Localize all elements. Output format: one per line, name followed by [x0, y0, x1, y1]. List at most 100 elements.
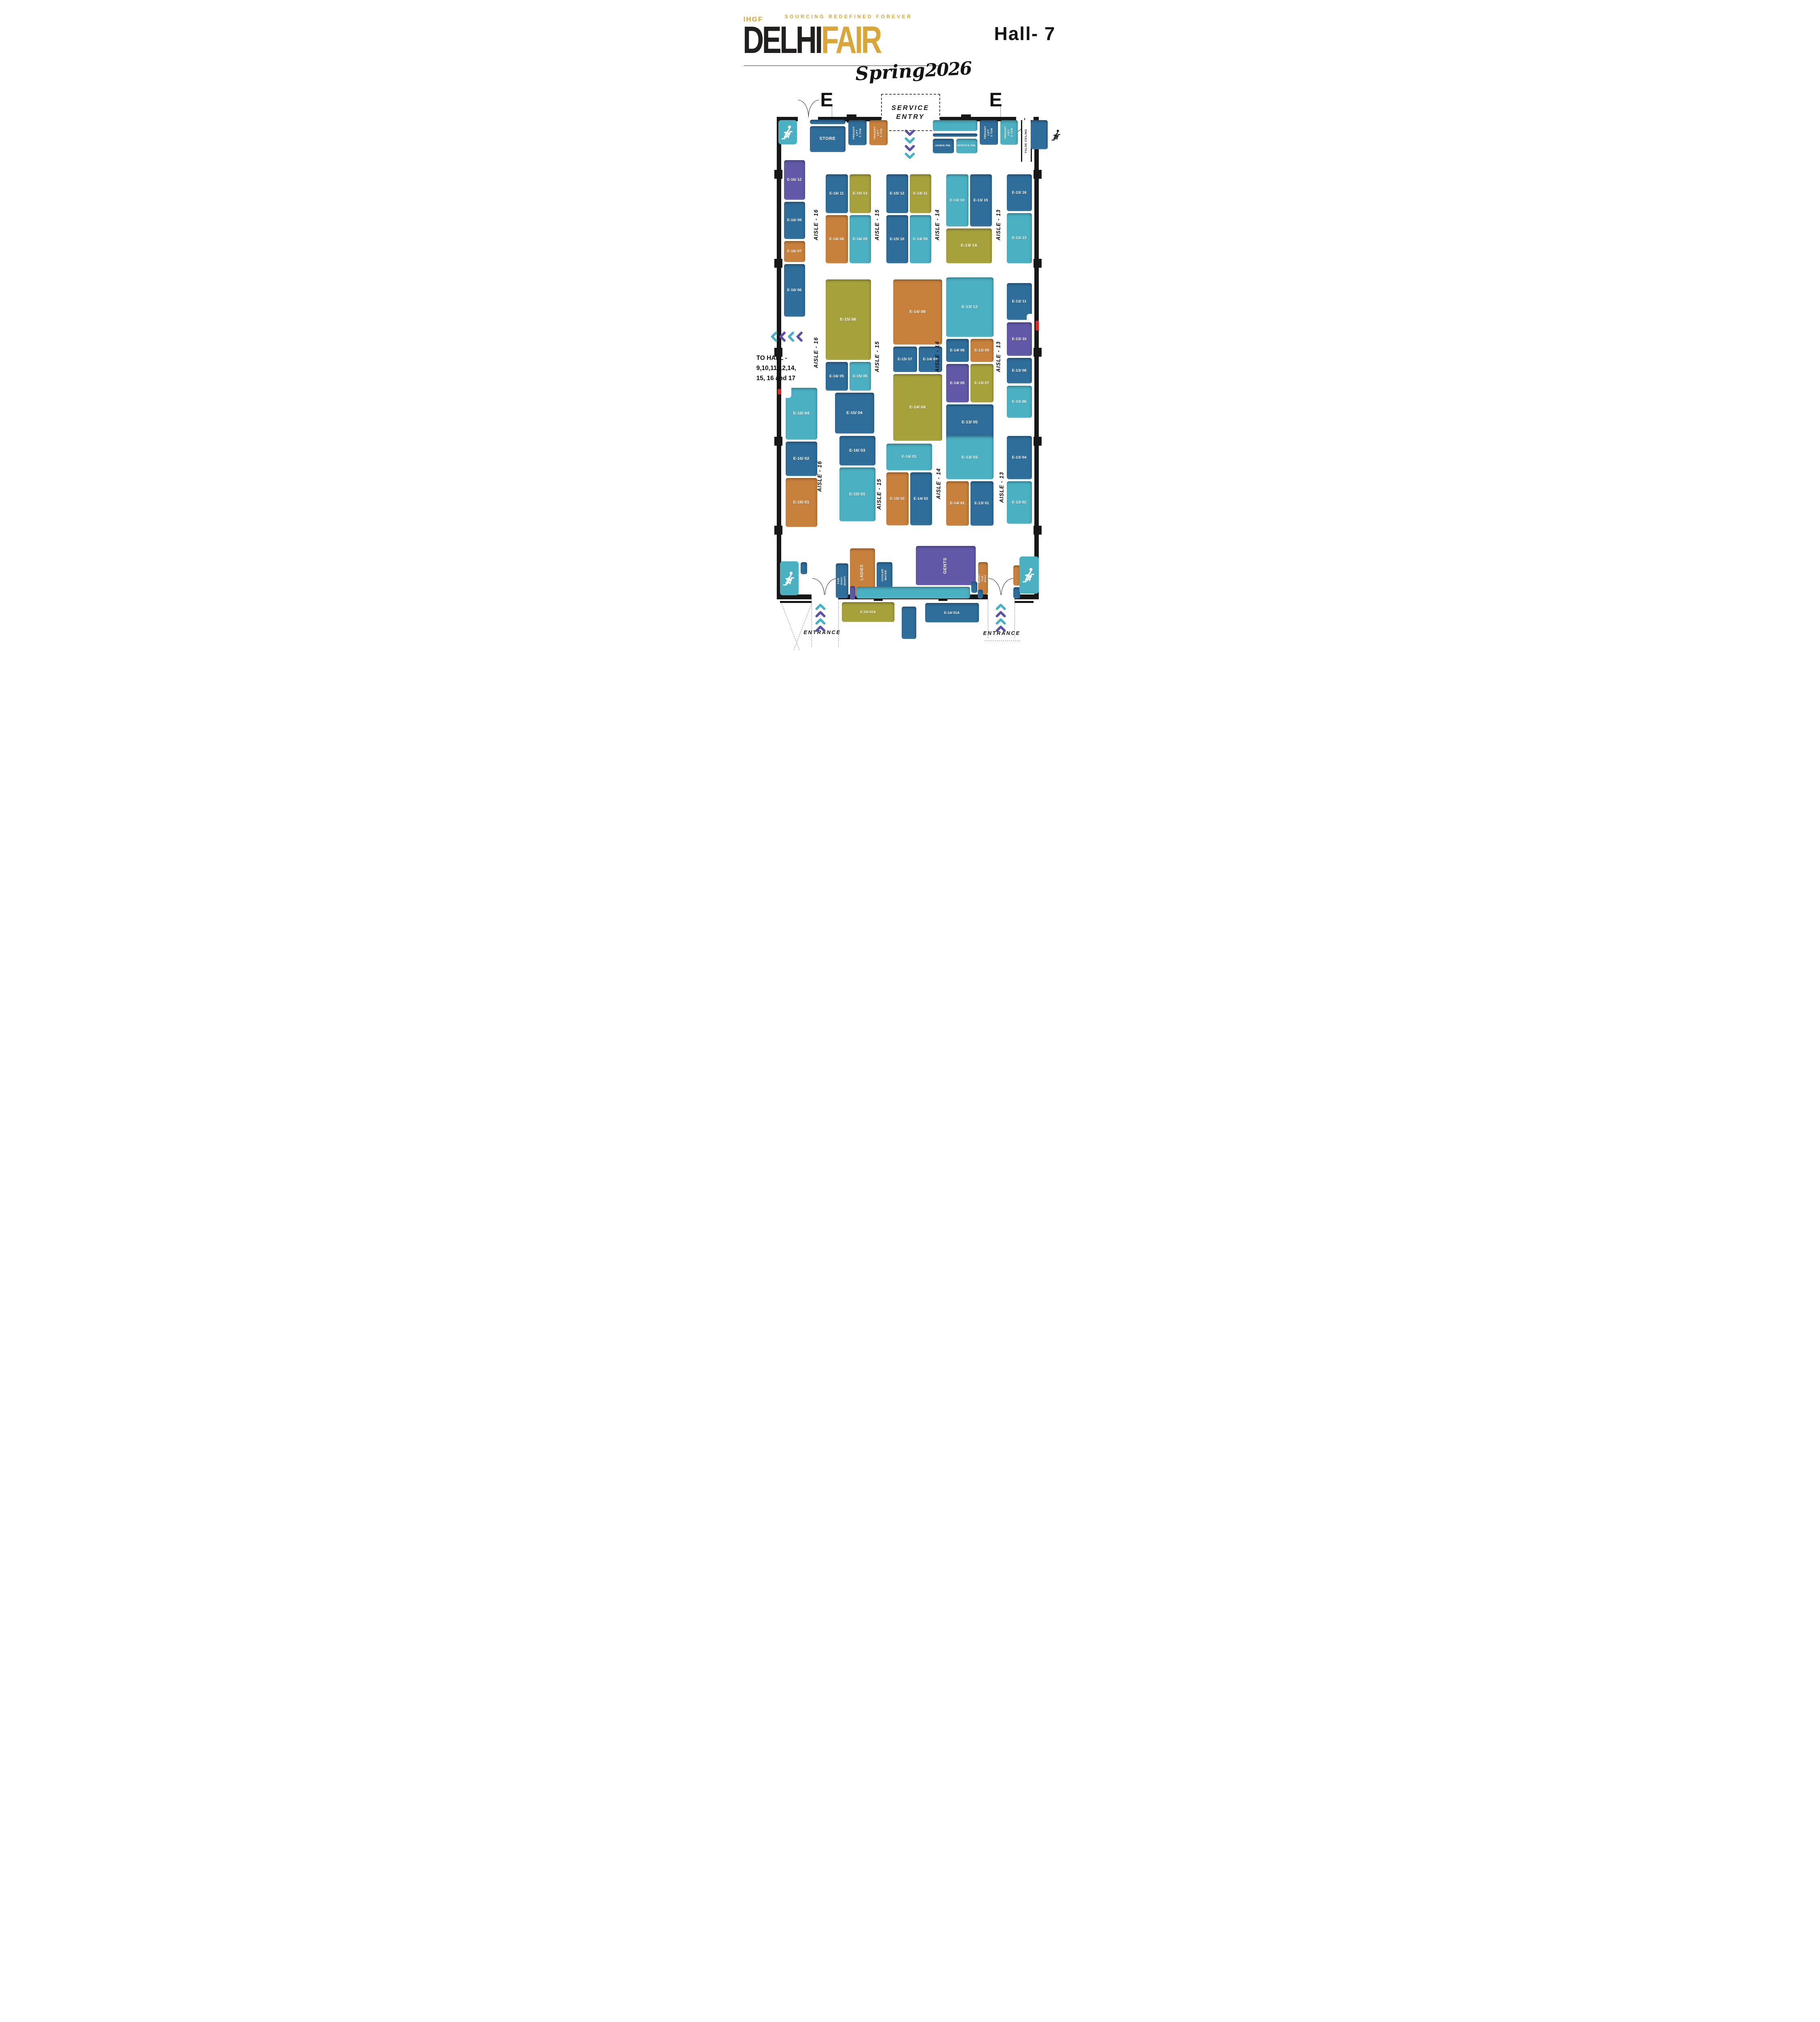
booth-e-16-07[interactable]: E-16/ 07 — [784, 241, 805, 262]
pillar — [1033, 526, 1042, 535]
booth-e-13-12[interactable]: E-13/ 12 — [946, 277, 993, 337]
booth-label: E-15/ 02 — [890, 496, 905, 501]
wall-bottom-1 — [776, 594, 812, 599]
booth-e-14-05[interactable]: E-14/ 05 — [946, 364, 969, 402]
booth-label: E-14/ 02 — [913, 496, 928, 501]
door-arc — [1001, 578, 1013, 595]
booth-label: E-16/ 11 — [829, 191, 844, 196]
booth-label: E-13/ 14 — [961, 243, 977, 248]
booth-e-14-09[interactable]: E-14/ 09 — [909, 215, 931, 263]
booth-label: E-16/ 08 — [829, 237, 844, 241]
booth-e-15-04[interactable]: E-15/ 04 — [835, 393, 874, 434]
booth-e-13-04[interactable]: E-13/ 04 — [1006, 436, 1032, 479]
booth-e-13-06[interactable]: E-13/ 06 — [1006, 386, 1032, 418]
gents-toilet-label: GENTS — [943, 557, 948, 574]
booth-e-16-12[interactable]: E-16/ 12 — [784, 160, 805, 200]
booth-e-13-13[interactable]: E-13/ 13 — [1006, 213, 1032, 263]
booth-e-15-02[interactable]: E-15/ 02 — [886, 472, 909, 525]
booth-e-14-01a[interactable]: E-14/ 01A — [925, 603, 979, 622]
pillar — [774, 170, 782, 179]
service-entry-label: SERVICE — [891, 104, 930, 112]
aisle-label-aisle-13-3: AISLE - 13 — [995, 209, 1001, 241]
booth-label: E-14/ 05 — [950, 381, 965, 385]
booth-e-13-07[interactable]: E-13/ 07 — [970, 364, 993, 402]
booth-label: E-16/ 01 — [793, 499, 810, 505]
booth-label: E-13/ 15 — [973, 198, 988, 203]
entrance-right-flow-chevron-icon — [996, 625, 1006, 632]
booth-e-13-08[interactable]: E-13/ 08 — [1006, 358, 1032, 383]
column-e-marker-left: E — [820, 89, 833, 111]
booth-e-15-13[interactable]: E-15/ 13 — [849, 174, 871, 213]
wall-bottom-inner-1 — [780, 601, 812, 603]
booth-e-14-03[interactable]: E-14/ 03 — [886, 444, 932, 470]
booth-e-13-05[interactable]: E-13/ 05 — [946, 404, 993, 441]
freight-lift-4: FREIGHT LIFT 5 TON — [1000, 120, 1018, 145]
booth-e-14-02[interactable]: E-14/ 02 — [910, 472, 932, 525]
red-marker-left — [777, 389, 781, 394]
store-shelf — [810, 120, 846, 124]
booth-label: E-13/ 02 — [1012, 500, 1027, 505]
entrance-label-left[interactable]: ENTRANCE — [803, 629, 841, 635]
column-e-marker-right: E — [989, 89, 1002, 111]
booth-e-13-10[interactable]: E-13/ 10 — [1006, 322, 1032, 356]
pillar — [774, 259, 782, 268]
logo-brand: IHGF — [743, 15, 763, 23]
service-entry-flow-chevron-icon — [905, 145, 915, 152]
booth-e-16-03[interactable]: E-16/ 03 — [839, 436, 875, 465]
booth-label: E-14/ 07 — [923, 357, 938, 362]
booth-e-16-08[interactable]: E-16/ 08 — [825, 215, 848, 263]
to-hall-flow-chevron-icon — [779, 332, 786, 342]
booth-label: E-13/ 16 — [1012, 190, 1027, 195]
booth-e-14-07[interactable]: E-14/ 07 — [918, 347, 942, 372]
booth-e-13-01[interactable]: E-13/ 01 — [970, 481, 993, 526]
booth-e-16-09[interactable]: E-16/ 09 — [784, 202, 805, 239]
booth-e-14-04[interactable]: E-14/ 04 — [893, 374, 942, 441]
booth-e-16-04[interactable]: E-16/ 04 — [784, 387, 817, 440]
booth-e-14-11[interactable]: E-14/ 11 — [909, 174, 931, 213]
service-entry[interactable]: SERVICE ENTRY — [881, 94, 940, 131]
booth-e-16-01[interactable]: E-16/ 01 — [785, 478, 817, 527]
booth-e-15-01a[interactable]: E-15/ 01A — [841, 602, 894, 622]
booth-e-15-06[interactable]: E-15/ 06 — [825, 279, 871, 360]
booth-e-13-03[interactable]: E-13/ 03 — [946, 436, 993, 479]
service-room-label: SERVICE RM. — [957, 144, 977, 147]
booth-label: E-13/ 12 — [962, 304, 978, 309]
event-logo: SOURCING REDEFINED FOREVER IHGF DELHIFAI… — [743, 5, 972, 85]
booth-e-15-10[interactable]: E-15/ 10 — [886, 215, 908, 263]
booth-e-14-01[interactable]: E-14/ 01 — [946, 481, 969, 526]
booth-label: E-14/ 03 — [902, 455, 916, 459]
service-entry-flow-chevron-icon — [905, 137, 915, 144]
hvac-shaft-left-label: FOR HVAC SHAFT — [837, 575, 847, 586]
booth-e-14-06[interactable]: E-14/ 06 — [946, 339, 969, 362]
booth-e-15-01[interactable]: E-15/ 01 — [839, 467, 875, 521]
booth-e-15-12[interactable]: E-15/ 12 — [886, 174, 908, 213]
wall-bottom-inner-2 — [1014, 601, 1034, 603]
gents-toilet: GENTS — [915, 546, 976, 585]
freight-lift-1: FREIGHT LIFT 5 TON — [848, 120, 867, 145]
booth-e-13-02[interactable]: E-13/ 02 — [1006, 481, 1032, 524]
booth-e-16-09[interactable]: E-16/ 09 — [849, 215, 871, 263]
booth-e-16-05[interactable]: E-16/ 05 — [825, 362, 848, 391]
booth-e-13-14[interactable]: E-13/ 14 — [946, 228, 992, 263]
freight-lift-3-label: FREIGHT LIFT 5 TON — [983, 126, 993, 139]
booth-e-13-11[interactable]: E-13/ 11 — [1006, 283, 1033, 321]
booth-e-16-02[interactable]: E-16/ 02 — [785, 442, 817, 476]
pillar — [774, 437, 782, 446]
chip-blue-4 — [1013, 587, 1020, 599]
logo-tagline: SOURCING REDEFINED FOREVER — [784, 14, 913, 19]
booth-e-14-08[interactable]: E-14/ 08 — [893, 279, 942, 345]
booth-label: E-14/ 08 — [909, 309, 926, 314]
booth-e-14-10[interactable]: E-14/ 10 — [946, 174, 968, 226]
booth-e-13-09[interactable]: E-13/ 09 — [970, 339, 993, 362]
entrance-label-right[interactable]: ENTRANCE — [983, 630, 1021, 636]
booth-label: E-13/ 01 — [974, 501, 989, 506]
booth-e-16-11[interactable]: E-16/ 11 — [825, 174, 848, 213]
booth-e-13-15[interactable]: E-13/ 15 — [970, 174, 992, 226]
chip-blue-3 — [800, 562, 807, 574]
booth-e-15-05[interactable]: E-15/ 05 — [849, 362, 871, 391]
pillar — [1033, 170, 1042, 179]
store-label: STORE — [819, 136, 836, 142]
booth-e-16-06[interactable]: E-16/ 06 — [784, 264, 805, 317]
booth-e-13-16[interactable]: E-13/ 16 — [1006, 174, 1032, 211]
booth-e-15-07[interactable]: E-15/ 07 — [893, 347, 917, 372]
